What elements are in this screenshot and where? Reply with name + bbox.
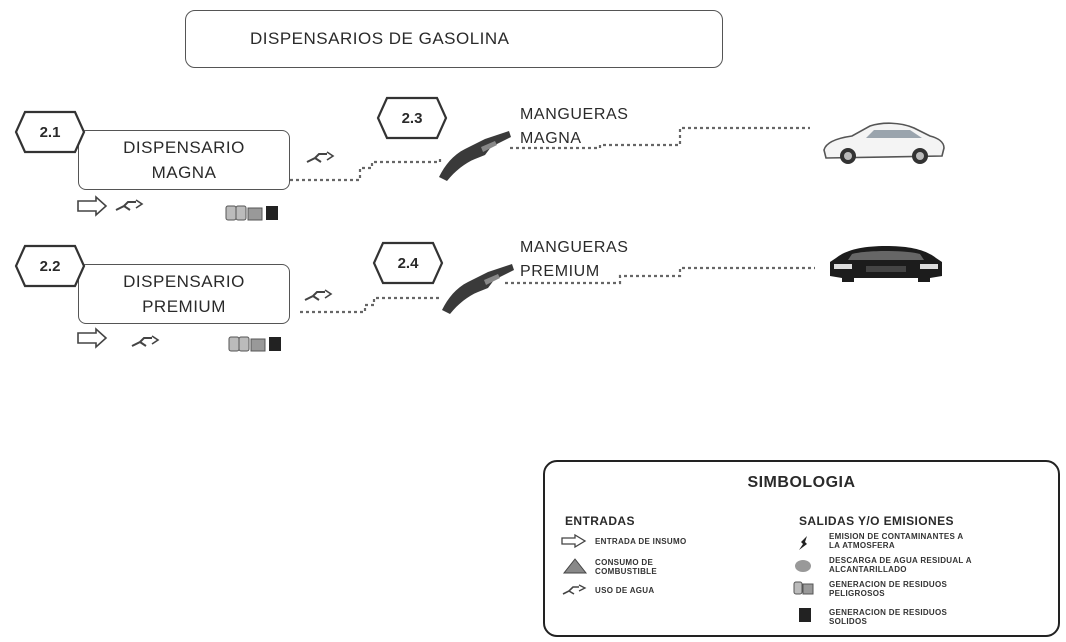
legend-wastewater-label: DESCARGA DE AGUA RESIDUAL A ALCANTARILLA… <box>829 556 972 574</box>
diagram-title-text: DISPENSARIOS DE GASOLINA <box>250 29 510 48</box>
output-icons-premium <box>228 336 281 352</box>
hose-premium-line1: MANGUERAS <box>520 239 629 256</box>
legend-emission-label: EMISION DE CONTAMINANTES A LA ATMOSFERA <box>829 532 963 550</box>
diagram-title: DISPENSARIOS DE GASOLINA <box>185 10 723 68</box>
input-icons-premium <box>77 327 160 349</box>
legend-solid-label: GENERACION DE RESIDUOS SOLIDOS <box>829 608 947 626</box>
legend-wastewater-label-line2: ALCANTARILLADO <box>829 565 907 574</box>
legend-inputs-heading: ENTRADAS <box>565 514 635 528</box>
process-badge-2-4: 2.4 <box>372 241 444 285</box>
hose-magna-line1: MANGUERAS <box>520 106 629 123</box>
water-tap-icon <box>304 289 333 301</box>
process-badge-2-4-label: 2.4 <box>397 254 419 272</box>
wastewater-icon <box>795 560 811 572</box>
arrow-input-icon <box>77 327 108 349</box>
dispenser-premium-line1: DISPENSARIO <box>123 272 245 291</box>
arrow-input-icon <box>77 195 108 217</box>
dispenser-magna-line1: DISPENSARIO <box>123 138 245 157</box>
dispenser-premium-line2: PREMIUM <box>142 297 226 316</box>
hose-magna-label: MANGUERAS MAGNA <box>520 103 629 151</box>
legend-fuel-label-line2: COMBUSTIBLE <box>595 567 657 576</box>
legend-water-label: USO DE AGUA <box>595 586 655 595</box>
connector-magna-hose-to-car <box>510 126 810 150</box>
legend-title: SIMBOLOGIA <box>747 474 856 491</box>
solid-waste-icon <box>266 206 278 220</box>
sports-car-icon <box>823 122 945 164</box>
process-badge-2-1: 2.1 <box>14 110 86 154</box>
process-badge-2-2-label: 2.2 <box>39 257 61 275</box>
dispenser-magna-line2: MAGNA <box>151 163 217 182</box>
process-badge-2-3-label: 2.3 <box>401 109 423 127</box>
output-icons-magna <box>225 205 278 221</box>
water-tap-icon <box>306 151 335 163</box>
hose-premium-label: MANGUERAS PREMIUM <box>520 236 629 284</box>
legend-emission-label-line1: EMISION DE CONTAMINANTES A <box>829 532 964 541</box>
process-badge-2-1-label: 2.1 <box>39 123 61 141</box>
legend-outputs-heading: SALIDAS Y/O EMISIONES <box>799 514 954 528</box>
connector-premium-hose-to-car <box>505 266 815 285</box>
legend-hazardous-label-line2: PELIGROSOS <box>829 589 885 598</box>
solid-waste-icon <box>269 337 281 351</box>
hazardous-waste-icon <box>228 336 266 352</box>
arrow-input-icon <box>561 533 587 549</box>
fuel-nozzle-icon <box>442 264 514 314</box>
hazardous-waste-icon <box>225 205 263 221</box>
legend-fuel-label-line1: CONSUMO DE <box>595 558 654 567</box>
hose-magna-line2: MAGNA <box>520 130 582 147</box>
process-badge-2-2: 2.2 <box>14 244 86 288</box>
connector-magna-to-nozzle <box>290 158 442 182</box>
solid-waste-icon <box>799 608 811 622</box>
water-tap-icon <box>562 584 587 595</box>
connector-premium-to-nozzle <box>300 296 440 314</box>
process-badge-2-3: 2.3 <box>376 96 448 140</box>
emission-icon <box>799 536 807 550</box>
hose-premium-line2: PREMIUM <box>520 263 600 280</box>
input-icons-magna <box>77 195 144 217</box>
legend-hazardous-label: GENERACION DE RESIDUOS PELIGROSOS <box>829 580 947 598</box>
legend-emission-label-line2: LA ATMOSFERA <box>829 541 895 550</box>
fuel-nozzle-icon <box>439 131 511 181</box>
water-tap-icon <box>131 335 160 347</box>
legend-input-label: ENTRADA DE INSUMO <box>595 537 687 546</box>
legend-solid-label-line2: SOLIDOS <box>829 617 868 626</box>
legend-wastewater-label-line1: DESCARGA DE AGUA RESIDUAL A <box>829 556 972 565</box>
car-front-icon <box>830 246 942 282</box>
fuel-triangle-icon <box>562 558 588 574</box>
hazardous-waste-icon <box>793 581 814 595</box>
dispenser-magna-box: DISPENSARIO MAGNA <box>78 130 290 190</box>
dispenser-premium-box: DISPENSARIO PREMIUM <box>78 264 290 324</box>
legend-hazardous-label-line1: GENERACION DE RESIDUOS <box>829 580 948 589</box>
legend-solid-label-line1: GENERACION DE RESIDUOS <box>829 608 948 617</box>
legend-box: SIMBOLOGIA ENTRADAS SALIDAS Y/O EMISIONE… <box>543 460 1060 637</box>
water-tap-icon <box>115 199 144 211</box>
legend-fuel-label: CONSUMO DE COMBUSTIBLE <box>595 558 657 576</box>
